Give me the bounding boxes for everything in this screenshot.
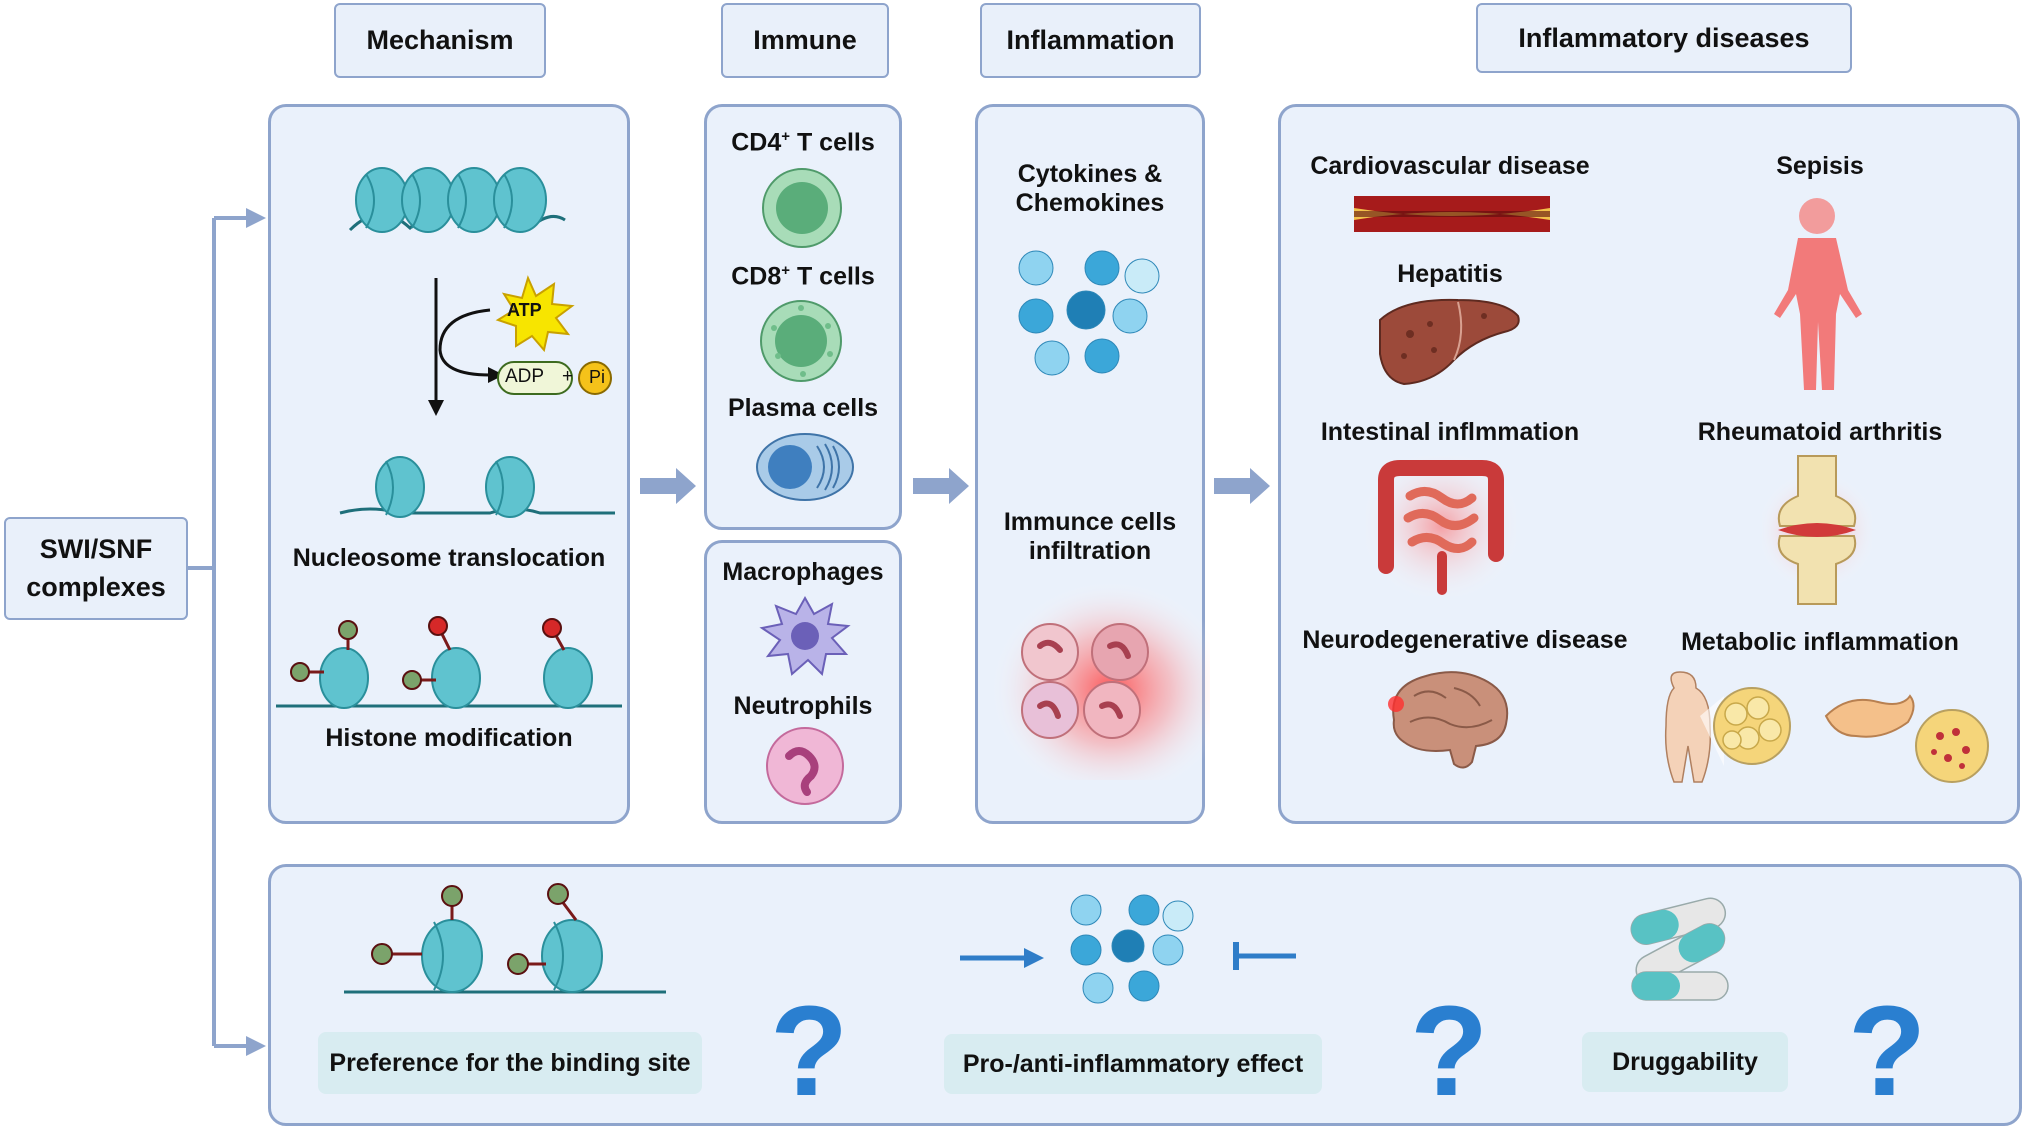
immune-infiltration-icon — [990, 580, 1210, 780]
cytokines-line1: Cytokines & — [1017, 160, 1163, 188]
question-mark-3: ? — [1848, 980, 1927, 1123]
header-mechanism: Mechanism — [334, 3, 546, 78]
neutrophil-icon — [766, 727, 844, 805]
capsule-pills-icon — [1630, 897, 1729, 1001]
histone-modification-label: Histone modification — [325, 724, 573, 752]
nucleosome-translocation-label: Nucleosome translocation — [292, 544, 606, 572]
cd8-t-cells-text: T cells — [790, 262, 875, 291]
cd4-t-cells-label: CD4+ T cells — [704, 128, 902, 157]
sepsis-label: Sepisis — [1776, 152, 1864, 180]
macrophage-icon — [759, 595, 851, 677]
cd8-t-cell-icon — [760, 300, 842, 382]
pi-label: Pi — [589, 367, 606, 387]
cd8-t-cells-label: CD8+ T cells — [704, 262, 902, 291]
immune-infiltration-label: Immunce cells infiltration — [975, 508, 1205, 566]
hepatitis-label: Hepatitis — [1397, 260, 1503, 288]
cd8-sup: + — [781, 262, 790, 279]
plasma-cells-label: Plasma cells — [727, 394, 879, 422]
cytokines-line2: Chemokines — [1015, 188, 1165, 217]
pro-anti-effect-icon — [960, 894, 1296, 1004]
atp-hydrolysis-arrow — [428, 275, 612, 416]
plasma-cell-icon — [756, 433, 854, 501]
atp-label: ATP — [507, 300, 542, 320]
binding-site-nucleosome-icon — [344, 883, 666, 994]
swi-snf-line2: complexes — [26, 571, 166, 602]
brain-icon — [1388, 671, 1509, 769]
neutrophils-label: Neutrophils — [733, 692, 873, 720]
header-immune-text: Immune — [753, 25, 857, 55]
header-diseases-text: Inflammatory diseases — [1518, 22, 1810, 53]
question-mark-1: ? — [770, 980, 849, 1123]
macrophages-label: Macrophages — [722, 558, 884, 586]
header-inflammation: Inflammation — [980, 3, 1201, 78]
header-inflammation-text: Inflammation — [1006, 25, 1175, 55]
cd4-sup: + — [781, 128, 790, 145]
cd4-t-cell-icon — [762, 168, 842, 248]
atp-burst-icon — [495, 275, 575, 353]
swi-snf-box: SWI/SNF complexes — [4, 517, 188, 620]
nucleosome-translocation-icon — [339, 456, 615, 518]
cytokines-label: Cytokines & Chemokines — [975, 160, 1205, 218]
cytokine-molecules-icon — [1018, 250, 1160, 376]
adp-label: ADP — [505, 366, 545, 387]
question-mark-2: ? — [1410, 980, 1489, 1123]
joint-icon — [1762, 455, 1872, 605]
intestinal-label: Intestinal inflmmation — [1320, 418, 1580, 446]
blood-vessel-icon — [1354, 196, 1550, 232]
swi-snf-line1: SWI/SNF — [39, 533, 153, 564]
nucleosome-array-icon — [348, 167, 566, 233]
metabolic-inflammation-icon — [1664, 671, 1989, 783]
liver-icon — [1379, 298, 1520, 386]
header-mechanism-text: Mechanism — [366, 25, 514, 55]
cardiovascular-label: Cardiovascular disease — [1310, 152, 1590, 180]
metabolic-label: Metabolic inflammation — [1681, 628, 1959, 656]
immune-infiltration-line2: infiltration — [1028, 536, 1152, 565]
header-immune: Immune — [721, 3, 889, 78]
binding-site-pill: Preference for the binding site — [318, 1032, 702, 1094]
cd4-t-cells-text: T cells — [790, 128, 875, 157]
human-body-icon — [1774, 198, 1862, 390]
rheumatoid-label: Rheumatoid arthritis — [1697, 418, 1943, 446]
flow-arrows — [640, 468, 1270, 504]
histone-modification-icon — [276, 616, 622, 709]
druggability-pill: Druggability — [1582, 1032, 1788, 1092]
pro-anti-effect-pill: Pro-/anti-inflammatory effect — [944, 1034, 1322, 1094]
cd8-text: CD8 — [731, 262, 782, 291]
intestine-icon — [1366, 456, 1516, 596]
plus-label: + — [562, 366, 574, 387]
neurodegenerative-label: Neurodegenerative disease — [1302, 626, 1628, 654]
cd4-text: CD4 — [731, 128, 782, 157]
immune-infiltration-line1: Immunce cells — [1003, 508, 1177, 536]
header-inflammatory-diseases: Inflammatory diseases — [1476, 3, 1852, 73]
